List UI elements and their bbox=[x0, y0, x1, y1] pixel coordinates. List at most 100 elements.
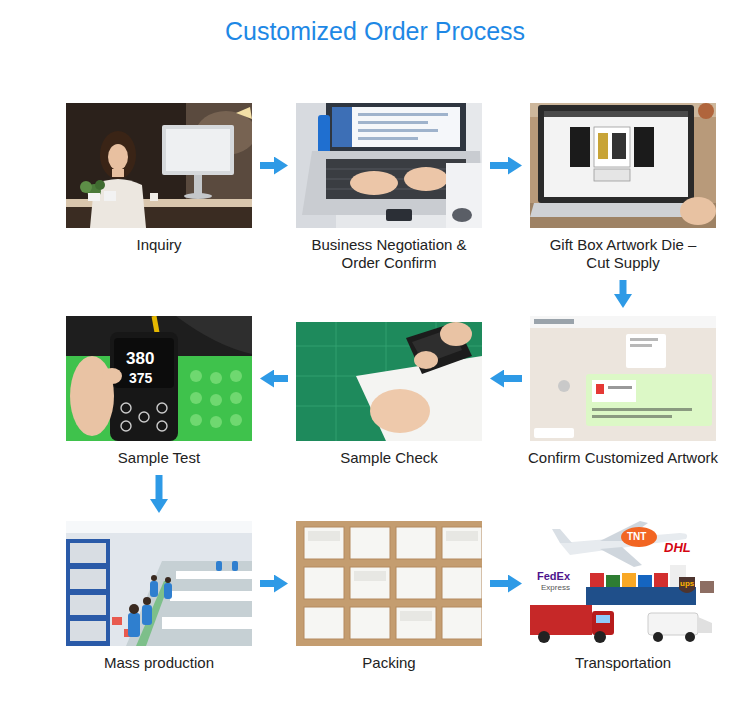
test-photo-part-part bbox=[190, 392, 202, 404]
transport-illustration-part bbox=[685, 632, 695, 642]
packing-photo-part bbox=[296, 521, 482, 646]
laptop-photo-part bbox=[296, 103, 482, 228]
laptop-photo-part-part bbox=[326, 189, 466, 190]
laptop-photo-part bbox=[452, 208, 472, 222]
office-photo-part bbox=[184, 193, 212, 199]
test-photo-part-part bbox=[210, 416, 222, 428]
office-photo-part bbox=[80, 181, 92, 193]
factory-photo-part bbox=[170, 591, 252, 601]
transport-illustration-part bbox=[586, 587, 696, 605]
office-photo-part bbox=[108, 144, 128, 170]
design-photo-part bbox=[598, 133, 608, 159]
transport-illustration-part bbox=[622, 573, 636, 587]
design-photo-part bbox=[594, 127, 630, 167]
carrier-logo-text: FedEx bbox=[537, 570, 570, 582]
laptop-photo-part bbox=[332, 107, 460, 147]
laptop-photo-part bbox=[358, 137, 418, 140]
step-caption: Sample Check bbox=[296, 449, 482, 467]
factory-photo-part-part bbox=[70, 569, 106, 589]
design-photo-part bbox=[538, 105, 694, 203]
inspection-photo bbox=[296, 316, 482, 441]
packing-photo-part-part bbox=[442, 527, 482, 559]
transport-illustration-part bbox=[654, 573, 668, 587]
packing-photo-part-part bbox=[304, 607, 344, 639]
transport-illustration-part bbox=[530, 605, 592, 635]
photo-slot bbox=[66, 316, 252, 441]
test-photo bbox=[66, 316, 252, 441]
laptop-photo-part bbox=[332, 107, 352, 147]
design-photo-part bbox=[544, 111, 688, 197]
step-caption: Transportation bbox=[530, 654, 716, 672]
factory-photo-part-part bbox=[150, 581, 158, 597]
packing-photo-part bbox=[308, 531, 478, 621]
factory-photo-part-part bbox=[70, 543, 106, 563]
flow-arrow bbox=[490, 580, 508, 587]
factory-photo-part-part bbox=[142, 605, 152, 625]
test-photo-part-part bbox=[190, 370, 202, 382]
office-photo-part bbox=[150, 193, 158, 201]
transport-illustration-part bbox=[648, 613, 698, 635]
step-caption: Mass production bbox=[66, 654, 252, 672]
laptop-photo-part bbox=[446, 163, 482, 228]
process-step: Sample Test bbox=[66, 316, 252, 467]
chat-screenshot-part bbox=[630, 344, 652, 347]
design-photo-part bbox=[594, 169, 630, 181]
inspection-photo-part bbox=[356, 356, 482, 441]
step-caption: Business Negotiation & Order Confirm bbox=[309, 236, 469, 272]
chat-screenshot-part bbox=[558, 380, 570, 392]
transport-illustration-part bbox=[552, 529, 572, 543]
office-photo-part bbox=[194, 175, 202, 195]
factory-photo-part-part bbox=[70, 595, 106, 615]
factory-photo-part bbox=[66, 539, 110, 646]
office-photo-part bbox=[90, 179, 146, 228]
laptop-photo-part bbox=[386, 209, 412, 221]
transport-illustration-part bbox=[538, 631, 550, 643]
transport-illustration-part bbox=[530, 521, 716, 646]
packing-photo bbox=[296, 521, 482, 646]
test-photo-part-part bbox=[230, 370, 242, 382]
test-photo-part-part bbox=[157, 403, 167, 413]
laptop-photo-part bbox=[326, 103, 466, 151]
photo-slot bbox=[530, 316, 716, 441]
packing-photo-part bbox=[304, 527, 482, 639]
packing-photo-part-part bbox=[396, 607, 436, 639]
test-photo-part-part bbox=[157, 421, 167, 431]
display-reading: 380 bbox=[126, 350, 154, 369]
carrier-logo-text: TNT bbox=[627, 531, 646, 542]
test-photo-part-part bbox=[139, 412, 149, 422]
transport-illustration-part bbox=[621, 527, 657, 547]
packing-photo-part-part bbox=[442, 567, 482, 599]
chat-screenshot-part bbox=[530, 316, 716, 441]
laptop-photo-part-part bbox=[326, 169, 466, 170]
test-photo-part bbox=[176, 316, 252, 354]
packing-photo-part-part bbox=[350, 567, 390, 599]
diagram-title: Customized Order Process bbox=[0, 15, 750, 47]
display-reading: 375 bbox=[129, 371, 152, 386]
transport-illustration-part bbox=[606, 575, 620, 587]
packing-photo-part-part bbox=[442, 607, 482, 639]
factory-photo-part bbox=[128, 561, 238, 637]
factory-photo-part bbox=[126, 561, 252, 646]
test-photo-part bbox=[70, 356, 114, 436]
test-photo-part-part bbox=[190, 414, 202, 426]
chat-screenshot-part bbox=[592, 415, 672, 418]
packing-photo-part-part bbox=[446, 531, 478, 541]
process-step: Gift Box Artwork Die –Cut Supply bbox=[530, 103, 716, 272]
process-step: Mass production bbox=[66, 521, 252, 672]
chat-screenshot-part bbox=[626, 334, 666, 368]
chat-screenshot-part bbox=[586, 374, 712, 426]
laptop-photo-part bbox=[404, 167, 448, 191]
factory-photo-part bbox=[66, 521, 252, 646]
packing-photo-part-part bbox=[308, 531, 340, 541]
step-caption: Inquiry bbox=[66, 236, 252, 254]
step-caption: Sample Test bbox=[66, 449, 252, 467]
office-photo-part bbox=[95, 180, 105, 190]
test-photo-part-part bbox=[121, 421, 131, 431]
chat-screenshot-part bbox=[592, 380, 636, 402]
photo-slot bbox=[296, 521, 482, 646]
process-step: Business Negotiation & Order Confirm bbox=[296, 103, 482, 272]
factory-photo-part-part bbox=[128, 613, 140, 637]
inspection-photo-part bbox=[370, 389, 430, 433]
design-photo-part bbox=[570, 127, 590, 167]
